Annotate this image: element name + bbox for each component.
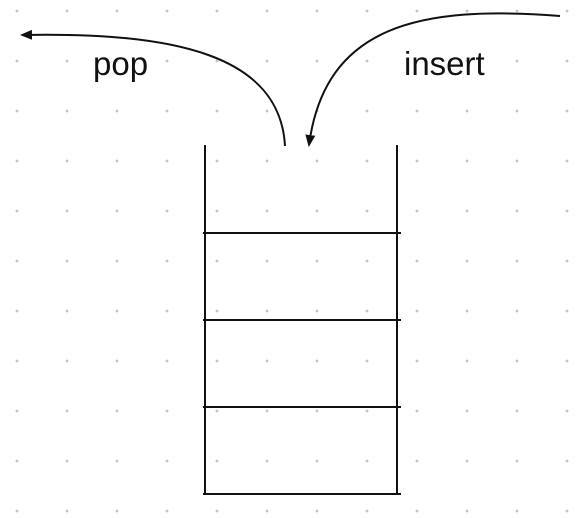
- insert-arrow: [305, 12, 561, 147]
- pop-arrow: [20, 29, 286, 147]
- insert-label: insert: [404, 45, 485, 82]
- pop-label: pop: [93, 45, 149, 82]
